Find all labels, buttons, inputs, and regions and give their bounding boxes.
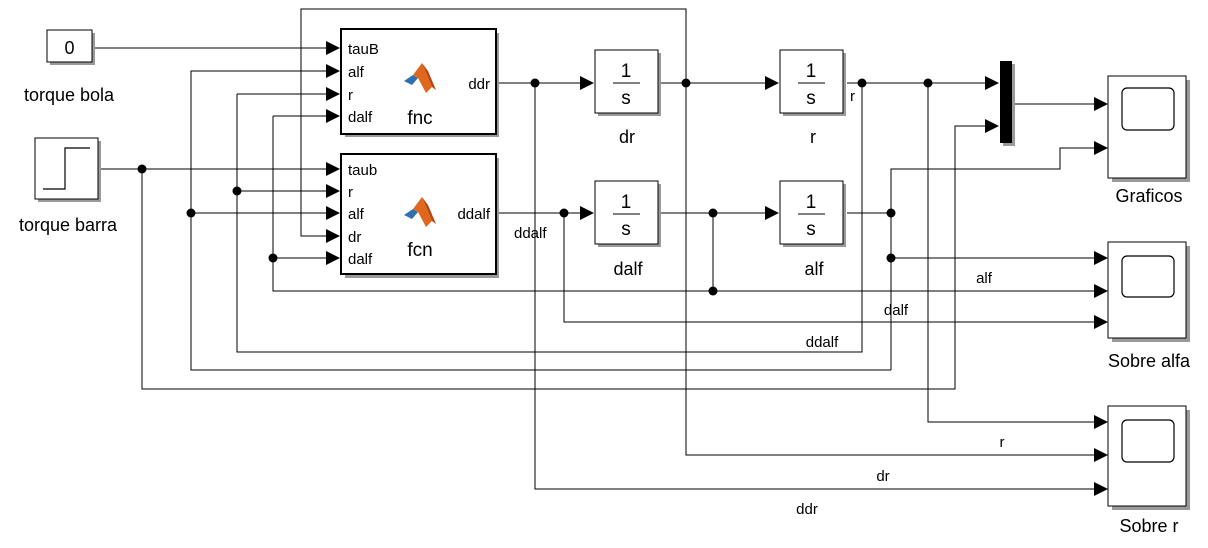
scope-sobre-r-label: Sobre r <box>1119 516 1178 536</box>
integrator-block-dalf[interactable]: 1 s <box>594 180 661 247</box>
port-alf: alf <box>348 206 365 223</box>
integrator-num: 1 <box>806 61 817 82</box>
matlab-function-block-fcn[interactable]: taub r alf dr dalf ddalf fcn <box>340 153 499 278</box>
port-dalf: dalf <box>348 251 373 268</box>
scope-graficos-label: Graficos <box>1115 186 1182 206</box>
integrator-den: s <box>621 219 631 240</box>
scope-block-sobre-r[interactable] <box>1107 405 1190 510</box>
port-r: r <box>348 184 353 201</box>
wires <box>95 8 1108 496</box>
integrator-den: s <box>621 88 631 109</box>
constant-block-torque-bola[interactable]: 0 <box>46 29 95 65</box>
torque-bola-label: torque bola <box>24 85 115 105</box>
port-r: r <box>348 87 353 104</box>
port-taub: taub <box>348 162 377 179</box>
integrator-num: 1 <box>621 192 632 213</box>
wire-dalf-fnc <box>272 116 713 292</box>
port-alf: alf <box>348 64 365 81</box>
torque-barra-label: torque barra <box>19 215 118 235</box>
wire-r-fnc <box>236 83 863 353</box>
scope-screen-icon <box>1121 419 1175 463</box>
signal-label-r: r <box>1000 434 1005 451</box>
signal-label-ddr: ddr <box>796 501 818 518</box>
step-block-torque-barra[interactable] <box>34 137 101 202</box>
fnc-name: fnc <box>407 108 432 129</box>
int-r-label: r <box>810 127 816 147</box>
matlab-logo-icon <box>404 63 436 93</box>
integrator-block-dr[interactable]: 1 s <box>594 49 661 116</box>
signal-label-dr: dr <box>876 468 889 485</box>
integrator-num: 1 <box>806 192 817 213</box>
int-alf-label: alf <box>804 259 824 279</box>
junctions <box>137 78 933 296</box>
int-dalf-label: dalf <box>613 259 643 279</box>
integrator-block-alf[interactable]: 1 s <box>779 180 846 247</box>
port-ddalf: ddalf <box>457 206 490 223</box>
step-icon <box>43 147 90 190</box>
mux-block[interactable] <box>1000 61 1015 146</box>
port-ddr: ddr <box>468 76 490 93</box>
constant-value: 0 <box>64 38 74 58</box>
int-dr-label: dr <box>619 127 635 147</box>
scope-block-graficos[interactable] <box>1107 75 1190 182</box>
signal-label-dalf: dalf <box>884 302 909 319</box>
integrator-den: s <box>806 88 816 109</box>
port-tauB: tauB <box>348 41 379 58</box>
signal-label-alf: alf <box>976 270 993 287</box>
scope-screen-icon <box>1121 87 1175 131</box>
port-dr: dr <box>348 229 361 246</box>
port-dalf: dalf <box>348 109 373 126</box>
signal-label-ddalf-out: ddalf <box>514 225 547 242</box>
scope-screen-icon <box>1121 255 1175 298</box>
scope-block-sobre-alfa[interactable] <box>1107 241 1190 342</box>
integrator-block-r[interactable]: 1 s <box>779 49 846 116</box>
signal-label-ddalf: ddalf <box>806 334 839 351</box>
scope-sobre-alfa-label: Sobre alfa <box>1108 351 1191 371</box>
signal-label-r-out: r <box>850 88 855 105</box>
matlab-logo-icon <box>404 197 436 227</box>
integrator-num: 1 <box>621 61 632 82</box>
integrator-den: s <box>806 219 816 240</box>
fcn-name: fcn <box>407 240 432 261</box>
wire-taub-feedback <box>141 119 999 390</box>
wire-dr-fcn <box>300 8 687 243</box>
matlab-function-block-fnc[interactable]: tauB alf r dalf ddr fnc <box>340 28 499 137</box>
